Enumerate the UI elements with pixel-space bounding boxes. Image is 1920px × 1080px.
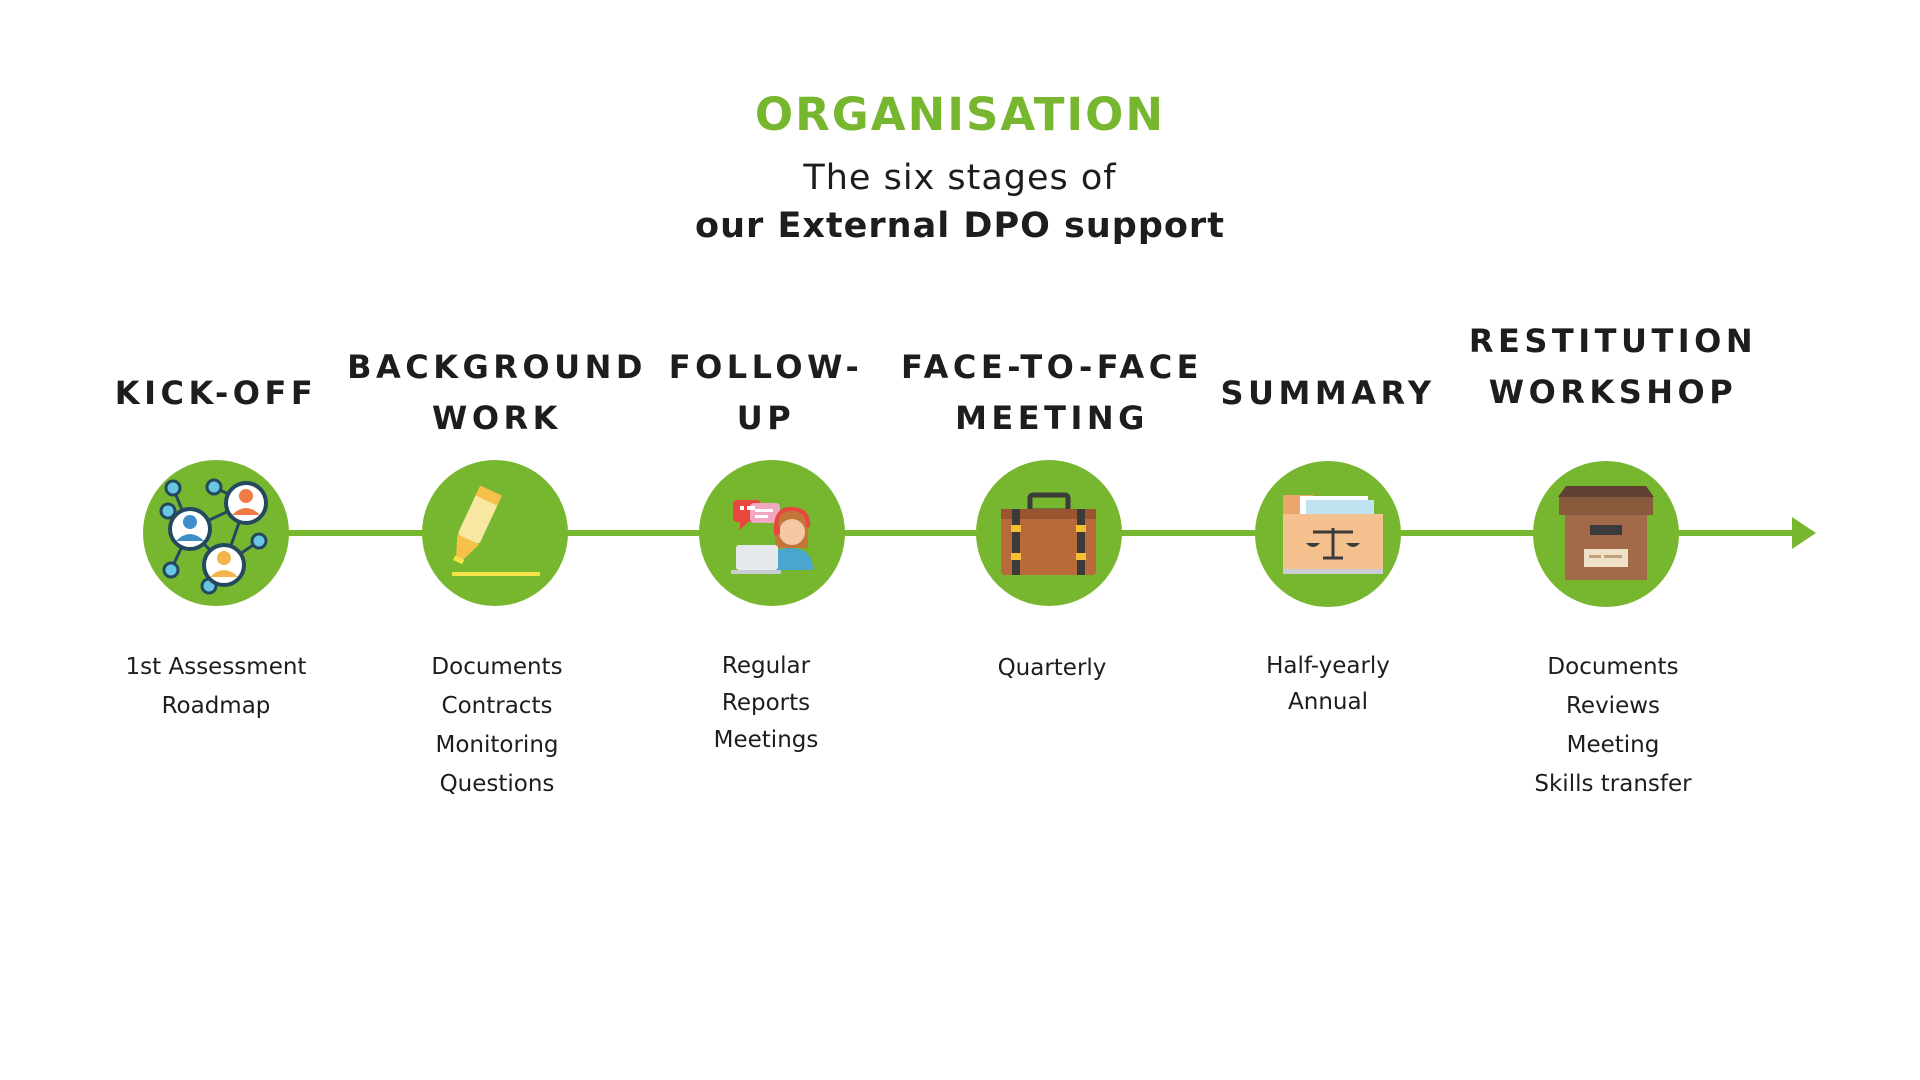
support-agent-icon bbox=[731, 500, 813, 574]
stage-title-line: SUMMARY bbox=[1220, 374, 1436, 412]
stage-item: Half-yearly bbox=[1266, 653, 1390, 679]
archive-box-icon bbox=[1558, 486, 1654, 580]
legal-folder-icon bbox=[1283, 495, 1383, 574]
subtitle-line-1: The six stages of bbox=[803, 158, 1117, 198]
stage-item: Quarterly bbox=[997, 655, 1107, 681]
stage-item: Regular bbox=[721, 653, 811, 679]
stage-item: Reviews bbox=[1565, 693, 1661, 719]
stage-title-line: FOLLOW- bbox=[668, 348, 864, 386]
stage-item: Roadmap bbox=[161, 693, 271, 719]
briefcase-icon bbox=[1001, 492, 1096, 575]
stage-item: 1st Assessment bbox=[125, 654, 307, 680]
stage-title-line: BACKGROUND bbox=[347, 348, 647, 386]
stage-node bbox=[1255, 461, 1401, 607]
stage-item: Reports bbox=[721, 690, 811, 716]
eyebrow-title: ORGANISATION bbox=[754, 88, 1166, 141]
stage-node bbox=[1533, 461, 1679, 607]
timeline-arrowhead bbox=[1792, 517, 1816, 549]
stage-title-line: MEETING bbox=[955, 399, 1149, 437]
network-people-icon bbox=[159, 478, 268, 595]
stage-title-line: FACE-TO-FACE bbox=[900, 348, 1204, 386]
stage-item: Contracts bbox=[441, 693, 553, 719]
stage-item: Documents bbox=[1547, 654, 1679, 680]
subtitle-line-2: our External DPO support bbox=[695, 206, 1225, 246]
stage-item: Monitoring bbox=[435, 732, 559, 758]
stage-title-line: RESTITUTION bbox=[1468, 322, 1758, 360]
stage-title: BACKGROUND WORK bbox=[337, 342, 657, 444]
stage-title-line: WORKSHOP bbox=[1488, 373, 1738, 411]
stage-title: FOLLOW- UP bbox=[606, 342, 926, 444]
stage-title-line: KICK-OFF bbox=[114, 374, 318, 412]
stage-item: Skills transfer bbox=[1534, 771, 1692, 797]
stage-title: KICK-OFF bbox=[56, 368, 376, 419]
stage-node bbox=[422, 460, 568, 606]
stage-title: SUMMARY bbox=[1168, 368, 1488, 419]
stage-node bbox=[143, 460, 289, 606]
stage-title-line: WORK bbox=[432, 399, 562, 437]
stage-circle bbox=[422, 460, 568, 606]
stage-item: Documents bbox=[431, 654, 563, 680]
stage-item: Annual bbox=[1288, 689, 1368, 715]
stage-title: RESTITUTION WORKSHOP bbox=[1453, 316, 1773, 418]
stage-item: Meetings bbox=[713, 727, 819, 753]
stage-node bbox=[976, 460, 1122, 606]
stage-title-line: UP bbox=[736, 399, 796, 437]
stage-item: Questions bbox=[439, 771, 555, 797]
stage-circle bbox=[699, 460, 845, 606]
stage-item: Meeting bbox=[1566, 732, 1660, 758]
highlighter-icon bbox=[452, 485, 540, 576]
stage-title: FACE-TO-FACE MEETING bbox=[892, 342, 1212, 444]
stage-node bbox=[699, 460, 845, 606]
stage-items: Quarterly bbox=[922, 649, 1182, 688]
